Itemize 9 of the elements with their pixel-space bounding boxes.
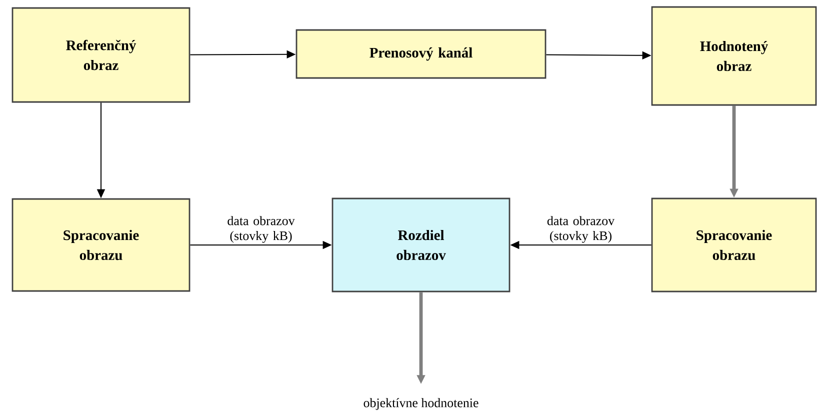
process-box: Hodnotený obraz — [651, 6, 817, 106]
process-box: Rozdiel obrazov — [332, 198, 510, 292]
process-box: Spracovanie obrazu — [12, 198, 190, 292]
edge-label: data obrazov (stovky kB) — [544, 215, 618, 244]
edge-label: data obrazov (stovky kB) — [224, 215, 298, 244]
process-box: Prenosový kanál — [296, 29, 546, 79]
output-text: objektívne hodnotenie — [364, 398, 478, 410]
process-box: Referenčný obraz — [12, 7, 190, 103]
process-box: Spracovanie obrazu — [651, 198, 817, 292]
